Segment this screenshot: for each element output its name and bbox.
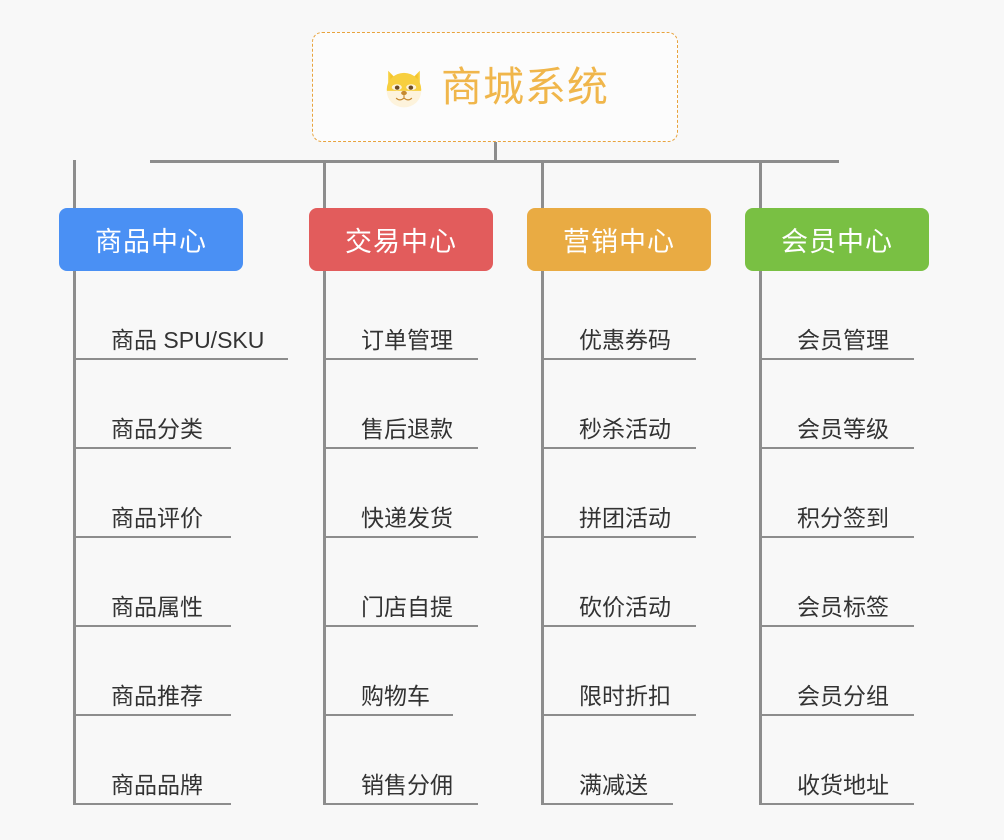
leaf-item-label: 会员标签 [797, 594, 889, 620]
connector-drop-2 [541, 160, 544, 208]
leaf-item[interactable]: 商品品牌 [73, 716, 231, 805]
leaf-item-label: 限时折扣 [579, 683, 671, 709]
leaf-item[interactable]: 秒杀活动 [541, 360, 696, 449]
category-box-0[interactable]: 商品中心 [59, 208, 243, 271]
leaf-item-label: 积分签到 [797, 505, 889, 531]
category-label-2: 营销中心 [563, 227, 675, 257]
leaf-item-label: 售后退款 [361, 416, 453, 442]
leaf-item-label: 商品评价 [111, 505, 203, 531]
leaf-item-label: 优惠券码 [579, 327, 671, 353]
root-node[interactable]: 商城系统 [312, 32, 678, 142]
leaf-item-label: 商品品牌 [111, 772, 203, 798]
connector-drop-3 [759, 160, 762, 208]
leaf-item[interactable]: 商品推荐 [73, 627, 231, 716]
leaf-item[interactable]: 订单管理 [323, 271, 478, 360]
category-box-2[interactable]: 营销中心 [527, 208, 711, 271]
branch-rail-0 [73, 271, 76, 805]
leaf-item-label: 砍价活动 [579, 594, 671, 620]
category-box-3[interactable]: 会员中心 [745, 208, 929, 271]
leaf-item[interactable]: 积分签到 [759, 449, 914, 538]
connector-root-stem [494, 142, 497, 162]
connector-drop-1 [323, 160, 326, 208]
leaf-item[interactable]: 销售分佣 [323, 716, 478, 805]
leaf-item-label: 购物车 [361, 683, 430, 709]
leaf-item[interactable]: 满减送 [541, 716, 673, 805]
leaf-item-label: 拼团活动 [579, 505, 671, 531]
leaf-item-label: 会员管理 [797, 327, 889, 353]
leaf-item-label: 商品分类 [111, 416, 203, 442]
connector-horizontal-bus [150, 160, 839, 163]
leaf-item[interactable]: 拼团活动 [541, 449, 696, 538]
leaf-item-label: 商品属性 [111, 594, 203, 620]
branch-rail-3 [759, 271, 762, 805]
leaf-item-label: 快递发货 [361, 505, 453, 531]
category-box-1[interactable]: 交易中心 [309, 208, 493, 271]
leaf-item-label: 满减送 [579, 772, 648, 798]
category-label-1: 交易中心 [345, 227, 457, 257]
leaf-item[interactable]: 商品评价 [73, 449, 231, 538]
leaf-item-label: 订单管理 [361, 327, 453, 353]
leaf-item-label: 秒杀活动 [579, 416, 671, 442]
category-label-3: 会员中心 [781, 227, 893, 257]
leaf-item[interactable]: 商品 SPU/SKU [73, 271, 288, 360]
leaf-item[interactable]: 会员分组 [759, 627, 914, 716]
shiba-dog-face-icon [386, 70, 422, 108]
leaf-item[interactable]: 限时折扣 [541, 627, 696, 716]
leaf-item[interactable]: 会员标签 [759, 538, 914, 627]
leaf-item[interactable]: 购物车 [323, 627, 453, 716]
leaf-item-label: 收货地址 [797, 772, 889, 798]
leaf-item[interactable]: 商品属性 [73, 538, 231, 627]
leaf-item[interactable]: 会员管理 [759, 271, 914, 360]
leaf-item-label: 会员分组 [797, 683, 889, 709]
leaf-item[interactable]: 优惠券码 [541, 271, 696, 360]
root-title: 商城系统 [441, 63, 609, 110]
leaf-item[interactable]: 砍价活动 [541, 538, 696, 627]
leaf-item[interactable]: 售后退款 [323, 360, 478, 449]
branch-rail-1 [323, 271, 326, 805]
leaf-item[interactable]: 会员等级 [759, 360, 914, 449]
leaf-item[interactable]: 门店自提 [323, 538, 478, 627]
category-label-0: 商品中心 [95, 227, 207, 257]
leaf-item[interactable]: 商品分类 [73, 360, 231, 449]
leaf-item[interactable]: 收货地址 [759, 716, 914, 805]
leaf-item-label: 门店自提 [361, 594, 453, 620]
branch-rail-2 [541, 271, 544, 805]
leaf-item[interactable]: 快递发货 [323, 449, 478, 538]
connector-drop-0 [73, 160, 76, 208]
leaf-item-label: 会员等级 [797, 416, 889, 442]
leaf-item-label: 商品 SPU/SKU [111, 327, 265, 353]
leaf-item-label: 销售分佣 [361, 772, 453, 798]
leaf-item-label: 商品推荐 [111, 683, 203, 709]
